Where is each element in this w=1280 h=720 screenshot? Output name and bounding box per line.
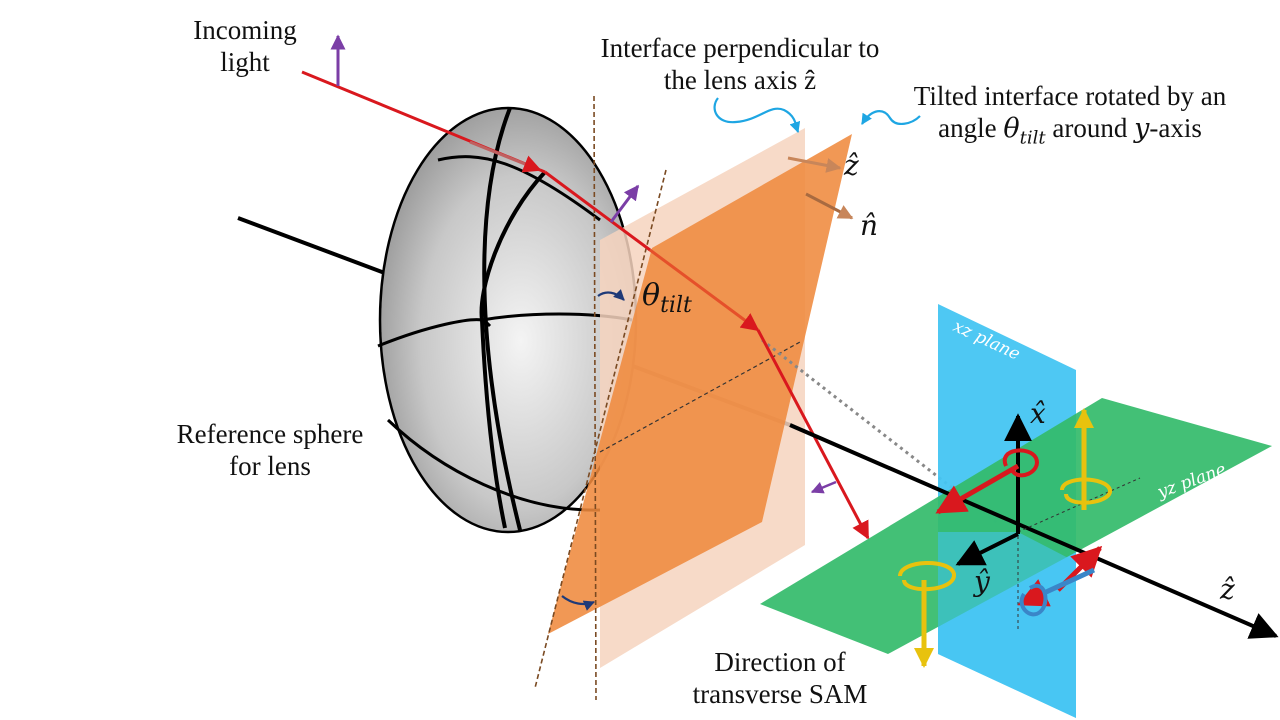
incoming-line2: light xyxy=(220,47,270,77)
sam-yellow-rotation-icon-right xyxy=(1060,477,1112,505)
x-hat-label: x̂ xyxy=(1030,397,1046,430)
tilted-line2: angle θtilt around y-axis xyxy=(890,112,1250,154)
axis-dotted-extension xyxy=(761,338,1001,527)
tilt-angle-arc-top xyxy=(597,289,625,301)
reference-sphere-label: Reference sphere for lens xyxy=(150,418,390,482)
polarization-arrow-output xyxy=(810,480,837,494)
tilted-line2-b: around xyxy=(1045,113,1135,143)
polarization-arrow-sphere xyxy=(609,184,640,223)
y-hat-label: ŷ xyxy=(974,565,990,598)
sam-red-rotation-icon xyxy=(1002,448,1039,478)
theta-symbol: θ xyxy=(642,278,661,313)
sam-blue-rotation-icon xyxy=(1019,583,1048,617)
sam-yellow-rotation-icon-left xyxy=(898,561,956,592)
z-hat-plane-arrow xyxy=(787,156,842,173)
interface-perpendicular-label: Interface perpendicular to the lens axis… xyxy=(560,32,920,96)
incoming-light-label: Incoming light xyxy=(180,14,310,78)
callout-tilted xyxy=(861,110,921,125)
theta-tilt-label: θtilt xyxy=(642,280,692,322)
sam-red-arrow-left xyxy=(935,463,1020,515)
tilted-y: y xyxy=(1134,113,1150,144)
theta-subscript: tilt xyxy=(660,293,692,318)
xz-plane-front-lower xyxy=(938,532,1076,718)
tilted-line2-c: -axis xyxy=(1149,113,1202,143)
interface-line2: the lens axis ẑ xyxy=(663,65,817,95)
tilted-line2-a: angle xyxy=(938,113,1004,143)
z-hat-plane-label: ẑ xyxy=(844,149,859,182)
reference-sphere xyxy=(377,106,638,534)
tilted-interface-plane xyxy=(548,134,852,634)
tilted-theta-sub: tilt xyxy=(1019,127,1046,149)
incoming-line1: Incoming xyxy=(193,15,297,45)
plane-dashed-diagonal xyxy=(599,341,801,453)
callout-perpendicular xyxy=(713,97,801,134)
tilt-angle-arc-bottom xyxy=(561,595,596,611)
reference-line2: for lens xyxy=(229,451,311,481)
n-hat-arrow xyxy=(805,192,854,220)
interface-line1: Interface perpendicular to xyxy=(600,33,880,63)
tilted-theta: θ xyxy=(1003,113,1020,144)
sam-blue-arrow xyxy=(1017,567,1096,607)
tilted-line1: Tilted interface rotated by an xyxy=(913,81,1227,111)
yz-plane-axis-dashed xyxy=(1017,477,1141,533)
lens-axis-front xyxy=(789,423,1279,639)
y-hat-axis xyxy=(955,532,1019,566)
z-hat-axis-label: ẑ xyxy=(1220,573,1235,606)
vertical-dashed-guide xyxy=(593,95,597,701)
direction-line1: Direction of xyxy=(714,647,846,677)
tilted-dashed-guide xyxy=(534,169,667,689)
reference-line1: Reference sphere xyxy=(176,419,364,449)
direction-line2: transverse SAM xyxy=(692,679,868,709)
direction-sam-label: Direction of transverse SAM xyxy=(660,646,900,710)
n-hat-label: n̂ xyxy=(860,209,879,242)
tilted-interface-label: Tilted interface rotated by an angle θti… xyxy=(890,80,1250,154)
